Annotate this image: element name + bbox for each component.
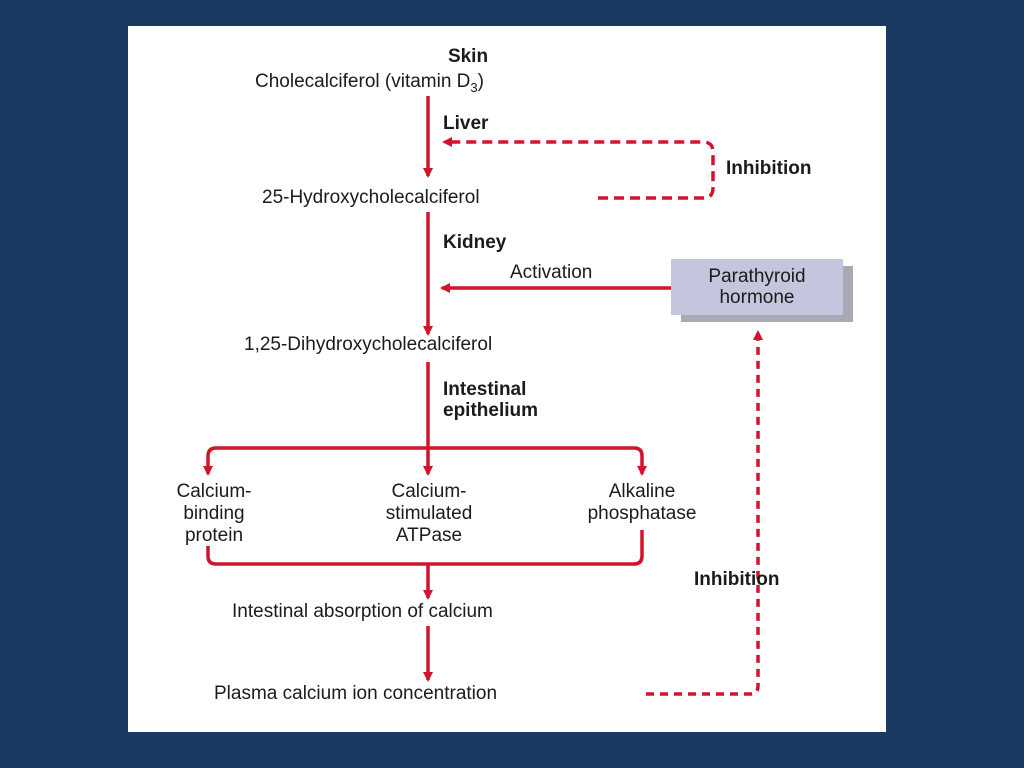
label-cholecalciferol: Cholecalciferol (vitamin D3) — [255, 71, 484, 95]
label-25-hydroxycholecalciferol: 25-Hydroxycholecalciferol — [262, 187, 480, 208]
label-skin: Skin — [447, 46, 489, 67]
diagram-panel: Skin Cholecalciferol (vitamin D3) Liver … — [128, 26, 886, 732]
label-calcium-stimulated-atpase: Calcium- stimulated ATPase — [385, 481, 473, 546]
label-activation: Activation — [510, 262, 593, 283]
arrow-layer — [203, 96, 763, 696]
arrow-inhibition-bottom — [646, 330, 763, 696]
label-calcium-binding-protein: Calcium- binding protein — [176, 481, 252, 546]
label-liver: Liver — [443, 113, 489, 134]
subscript-3: 3 — [470, 79, 478, 95]
parathyroid-hormone-box: Parathyroid hormone — [671, 259, 843, 315]
pth-line1: Parathyroid — [708, 266, 806, 287]
merge-bracket — [206, 530, 644, 566]
label-intestinal-line1: Intestinal — [443, 379, 527, 400]
label-1-25-dihydroxycholecalciferol: 1,25-Dihydroxycholecalciferol — [244, 334, 493, 355]
label-inhibition-top: Inhibition — [726, 158, 812, 179]
label-intestinal-absorption: Intestinal absorption of calcium — [232, 601, 493, 622]
label-intestinal-line2: epithelium — [443, 400, 539, 421]
label-alkaline-phosphatase: Alkaline phosphatase — [587, 481, 697, 524]
label-plasma-calcium: Plasma calcium ion concentration — [214, 683, 498, 704]
pth-line2: hormone — [719, 287, 795, 308]
arrow-inhibition-top — [442, 137, 715, 200]
label-kidney: Kidney — [443, 232, 507, 253]
branch-left — [203, 446, 428, 476]
branch-right — [428, 446, 647, 476]
label-inhibition-bottom: Inhibition — [694, 569, 780, 590]
